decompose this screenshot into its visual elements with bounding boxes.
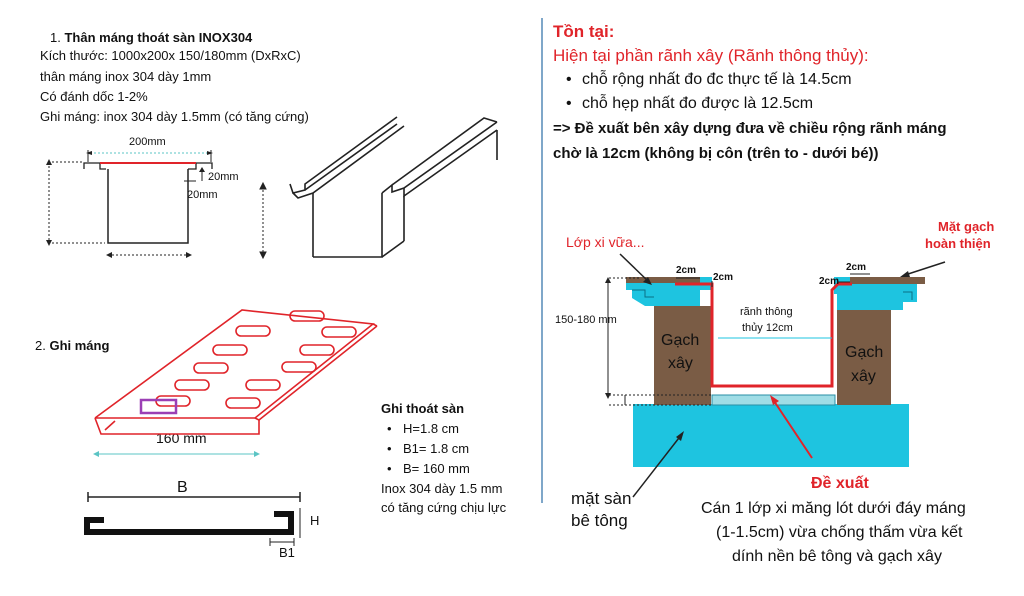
grate-spec-h: H=1.8 cm [403,421,459,437]
dim-2cm-4: 2cm [819,276,840,287]
slab-leader [632,433,683,498]
proposal-line-2: chờ là 12cm (không bị côn (trên to - dướ… [553,145,879,162]
brick-right [837,310,891,405]
section-1-heading: 1. Thân máng thoát sàn INOX304 [50,30,252,46]
concrete-slab [633,404,909,467]
issue-bullet-2-text: chỗ hẹp nhất đo được là 12.5cm [582,95,813,112]
spec-line-1: Kích thước: 1000x200x 150/180mm (DxRxC) [40,48,301,63]
channel-label-1: rãnh thông [740,306,793,318]
grate-note-1: Inox 304 dày 1.5 mm [381,481,503,496]
dim-2cm-1: 2cm [676,265,697,276]
label-H: H [310,513,320,528]
section-1-number: 1. [50,30,61,45]
proposal-desc-1: Cán 1 lớp xi măng lót dưới đáy máng [701,500,966,517]
issue-subtitle: Hiện tại phần rãnh xây (Rãnh thông thủy)… [553,46,869,65]
tile-right [834,277,925,310]
dim-20mm-b: 20mm [187,189,218,201]
grate-spec-h-text: H=1.8 cm [403,421,459,436]
grate-spec-b1: B1= 1.8 cm [403,441,469,457]
section-2-number: 2. [35,338,46,353]
brick-right-label-1: Gạch [845,344,884,361]
section-2-title: Ghi máng [49,338,110,353]
dim-200mm: 200mm [129,136,166,148]
grate-spec-b1-text: B1= 1.8 cm [403,441,469,456]
issue-bullet-1: chỗ rộng nhất đo đc thực tế là 14.5cm [582,70,852,89]
grate-spec-b: B= 160 mm [403,461,470,477]
height-dim-label: 150-180 mm [555,314,617,326]
brick-left [654,306,711,405]
spec-line-4: Ghi máng: inox 304 dày 1.5mm (có tăng cứ… [40,109,309,124]
grate-3d [94,309,378,435]
brick-left-label-1: Gạch [661,332,700,349]
label-mortar-layer: Lớp xi vữa... [566,234,645,250]
proposal-desc-3: dính nền bê tông và gạch xây [732,548,942,565]
left-drawings [46,116,498,546]
section-2-heading: 2. Ghi máng [35,338,109,354]
label-B: B [177,479,188,496]
proposal-desc-2: (1-1.5cm) vừa chống thấm vừa kết [716,524,963,541]
grate-profile [84,492,301,546]
panel-divider [541,18,543,503]
slab-label-1: mặt sàn [571,489,632,508]
proposal-line-1: => Đề xuất bên xây dựng đưa về chiều rộn… [553,120,947,137]
label-B1: B1 [279,545,295,560]
channel-3d [289,116,498,258]
tile-leader [904,261,946,276]
grate-slots [155,310,357,409]
channel-3d-height-dim [259,181,267,260]
brick-right-label-2: xây [851,368,876,385]
channel-section [46,150,213,258]
proposal-leader [771,397,813,459]
section-1-title: Thân máng thoát sàn INOX304 [64,30,253,45]
dim-2cm-3: 2cm [846,262,867,273]
label-tile-1: Mặt gạch [938,219,995,234]
slab-label-2: bê tông [571,511,628,530]
dim-20mm-a: 20mm [208,171,239,183]
spec-line-3: Có đánh dốc 1-2% [40,89,148,104]
label-tile-2: hoàn thiện [925,236,991,251]
issue-bullet-1-text: chỗ rộng nhất đo đc thực tế là 14.5cm [582,71,852,88]
issue-bullet-2: chỗ hẹp nhất đo được là 12.5cm [582,94,813,113]
mortar-leader [619,253,651,284]
dim-2cm-2: 2cm [713,272,734,283]
spec-line-2: thân máng inox 304 dày 1mm [40,69,212,84]
issue-title: Tồn tại: [553,22,615,41]
brick-left-label-2: xây [668,355,693,372]
grate-spec-b-text: B= 160 mm [403,461,470,476]
channel-label-2: thủy 12cm [742,322,793,334]
grate-note-2: có tăng cứng chịu lực [381,500,507,515]
proposal-label: Đề xuất [811,475,869,492]
grate-title: Ghi thoát sàn [381,401,465,416]
grate-slot-highlight [139,398,178,415]
